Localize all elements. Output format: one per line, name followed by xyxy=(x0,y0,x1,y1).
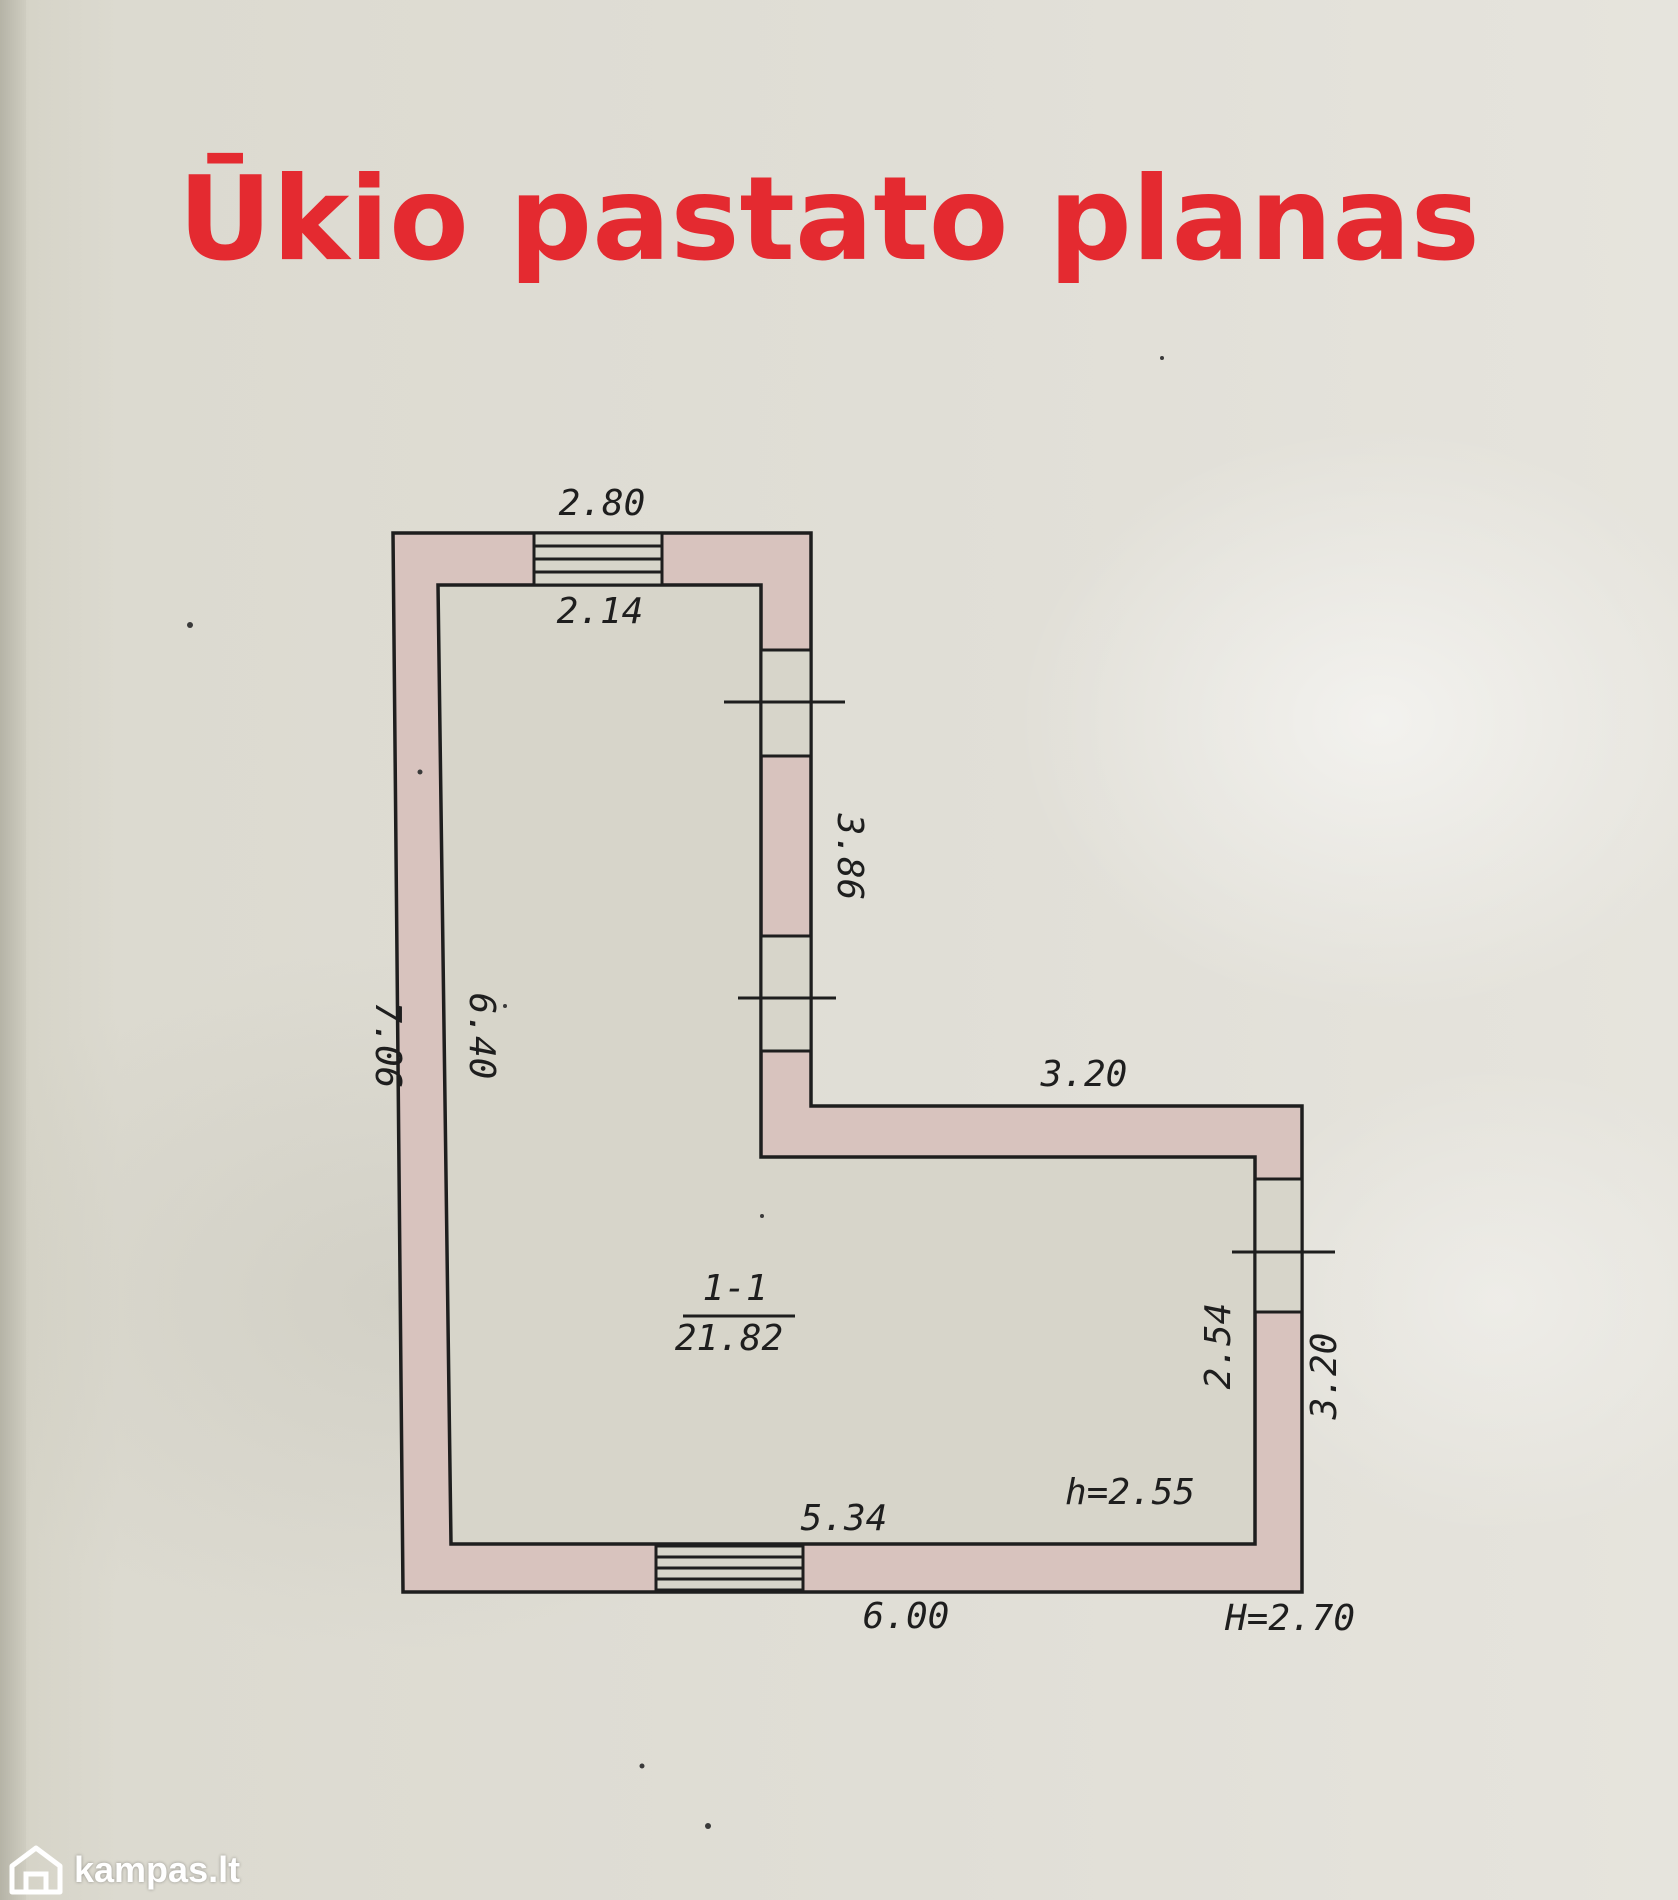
window-top xyxy=(532,531,664,587)
dim-top-inner: 2.14 xyxy=(557,591,644,632)
building-height-label: H=2.70 xyxy=(1224,1598,1355,1639)
dim-left-outer: 7.06 xyxy=(367,1002,408,1089)
watermark: kampas.lt xyxy=(6,1842,240,1898)
door-bottom xyxy=(654,1544,805,1592)
wall-band xyxy=(393,533,1302,1592)
dim-right-upper: 3.86 xyxy=(829,813,870,901)
paper-specks xyxy=(187,356,1164,1829)
dim-left-inner: 6.40 xyxy=(461,993,502,1080)
dim-bottom-inner: 5.34 xyxy=(801,1498,888,1539)
dim-right-lower-outer: 3.20 xyxy=(1304,1333,1345,1421)
house-icon xyxy=(9,1845,63,1895)
dim-right-lower-inner: 2.54 xyxy=(1198,1303,1239,1390)
dim-top-outer: 2.80 xyxy=(559,483,646,524)
watermark-text: kampas.lt xyxy=(74,1849,241,1890)
room-area: 21.82 xyxy=(675,1318,783,1359)
binder-edge xyxy=(0,0,26,1900)
inner-wall xyxy=(436,583,1257,1546)
window-right-upper-1 xyxy=(724,648,845,758)
outer-wall xyxy=(391,531,1304,1594)
dim-bottom-outer: 6.00 xyxy=(863,1596,950,1637)
window-right-lower xyxy=(1232,1177,1335,1314)
room-height-label: h=2.55 xyxy=(1065,1472,1195,1513)
page-title: Ūkio pastato planas xyxy=(178,152,1480,287)
window-right-upper-2 xyxy=(738,934,836,1053)
dim-step-outer: 3.20 xyxy=(1040,1054,1128,1095)
room-number: 1-1 xyxy=(702,1268,767,1309)
